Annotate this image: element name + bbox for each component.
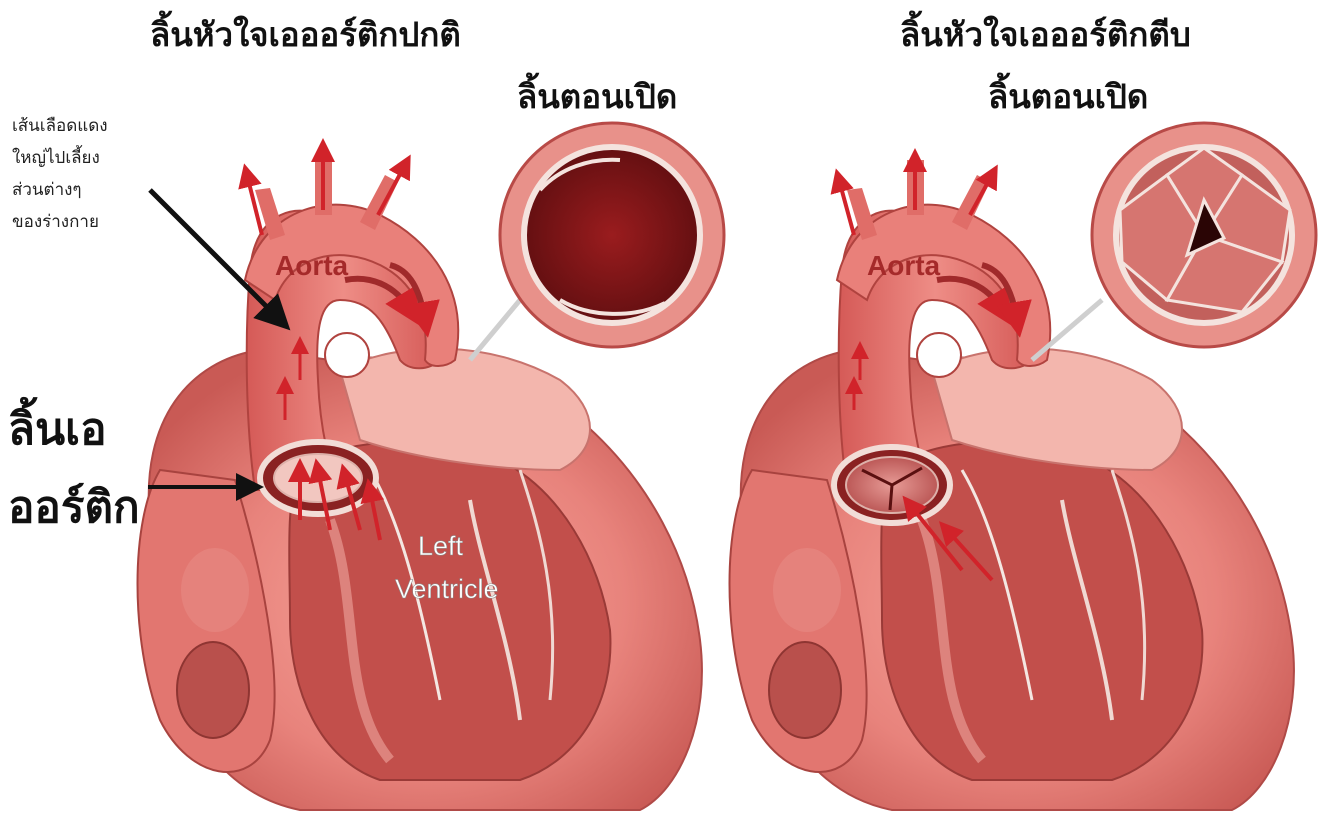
aorta-label-normal: Aorta — [275, 250, 349, 281]
atrium-opening-normal — [177, 642, 249, 738]
lv-label-line-1: Left — [418, 531, 464, 561]
heart-normal: Aorta Left Ventricle — [138, 123, 725, 810]
aorta-label-stenosis: Aorta — [867, 250, 941, 281]
heart-stenosis: Aorta — [730, 123, 1317, 810]
lv-label-line-2: Ventricle — [395, 574, 499, 604]
